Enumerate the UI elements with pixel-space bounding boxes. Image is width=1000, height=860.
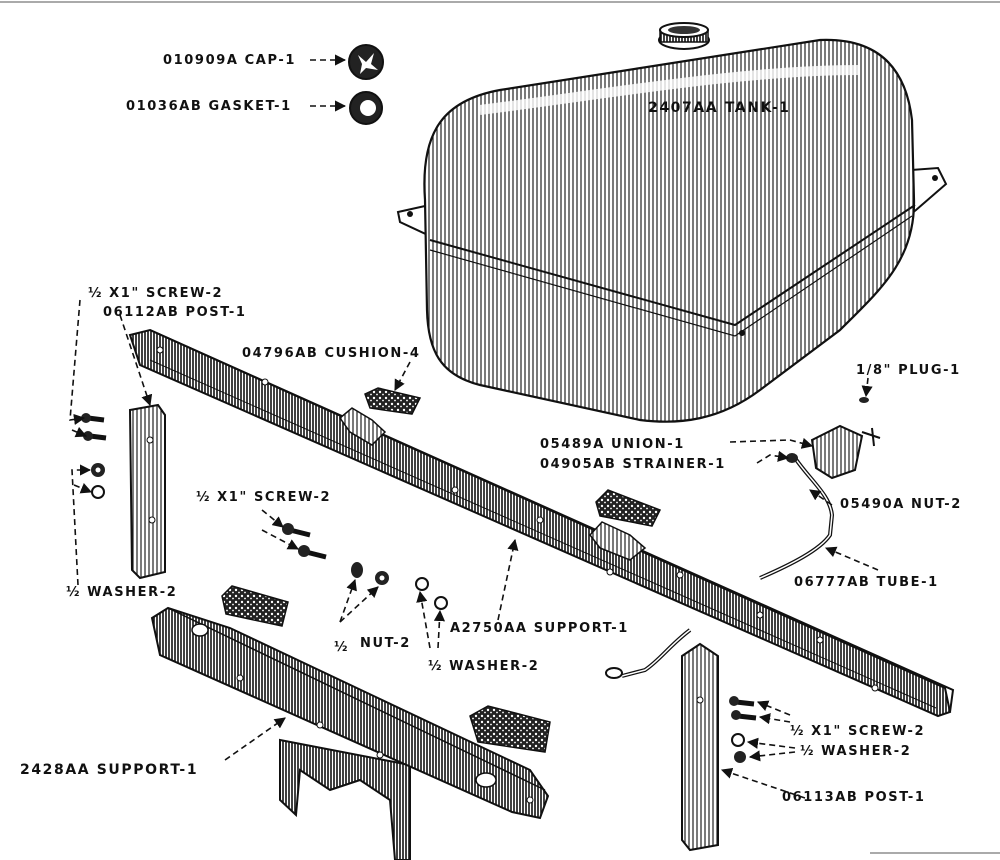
leader-lines	[69, 54, 879, 799]
support-front-label: A2750AA SUPPORT-1	[450, 621, 629, 636]
washer-center-label: ½ WASHER-2	[428, 659, 540, 674]
post-right	[681, 642, 719, 852]
plug-label: 1/8" PLUG-1	[856, 363, 961, 378]
cushions	[221, 387, 662, 753]
hardware-center	[282, 523, 448, 610]
strainer-label: 04905AB STRAINER-1	[540, 457, 726, 472]
support-front	[128, 328, 955, 718]
nut-center-label: NUT-2	[360, 636, 411, 651]
screw-post-left-label: ½ X1" SCREW-2	[88, 286, 224, 301]
post-left-label: 06112AB POST-1	[103, 305, 247, 320]
cushion-label: 04796AB CUSHION-4	[242, 346, 421, 361]
screw-right-label: ½ X1" SCREW-2	[790, 724, 926, 739]
support-rear-label: 2428AA SUPPORT-1	[20, 762, 199, 778]
tank-label: 2407AA TANK-1	[648, 100, 791, 116]
washer-left-label: ½ WASHER-2	[66, 585, 178, 600]
screw-center-label: ½ X1" SCREW-2	[196, 490, 332, 505]
gasket-label: 01036AB GASKET-1	[126, 99, 292, 114]
tube-label: 06777AB TUBE-1	[794, 575, 939, 590]
cap-label: 010909A CAP-1	[163, 53, 297, 68]
post-left	[128, 403, 166, 580]
union-label: 05489A UNION-1	[540, 437, 685, 452]
support-rear	[150, 606, 550, 860]
nut-center-size-label: ½	[334, 640, 350, 655]
hardware-left	[81, 413, 107, 499]
tank	[396, 22, 948, 423]
hardware-right	[729, 696, 757, 763]
cap-part	[348, 44, 384, 80]
nut-strainer-label: 05490A NUT-2	[840, 497, 962, 512]
washer-right-label: ½ WASHER-2	[800, 744, 912, 759]
gasket-part	[349, 91, 383, 125]
post-right-label: 06113AB POST-1	[782, 790, 926, 805]
